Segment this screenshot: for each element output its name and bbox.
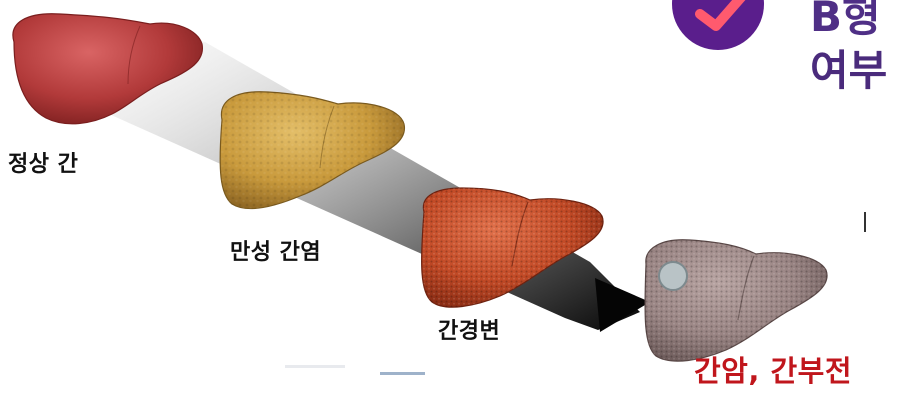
cancer-liver bbox=[644, 239, 828, 362]
progression-beam bbox=[100, 32, 640, 330]
tumor-spot bbox=[658, 261, 688, 291]
progression-arrow-icon bbox=[595, 278, 650, 332]
check-badge-icon bbox=[672, 0, 764, 50]
cancer-liver-label: 간암, 간부전 bbox=[694, 354, 853, 388]
stray-mark bbox=[864, 212, 866, 232]
normal-liver-label: 정상 간 bbox=[8, 152, 79, 177]
brand-title: B형 여부 bbox=[810, 0, 887, 98]
cirrhosis-liver-label: 간경변 bbox=[438, 319, 501, 344]
background-artifact bbox=[380, 372, 425, 375]
brand-title-line-1: B형 bbox=[810, 0, 881, 41]
normal-liver bbox=[12, 13, 203, 125]
cirrhosis-liver bbox=[421, 187, 604, 308]
background-artifact bbox=[285, 365, 345, 368]
brand-title-line-2: 여부 bbox=[810, 46, 888, 95]
hepatitis-liver bbox=[219, 91, 406, 210]
hepatitis-liver-label: 만성 간염 bbox=[230, 240, 322, 265]
